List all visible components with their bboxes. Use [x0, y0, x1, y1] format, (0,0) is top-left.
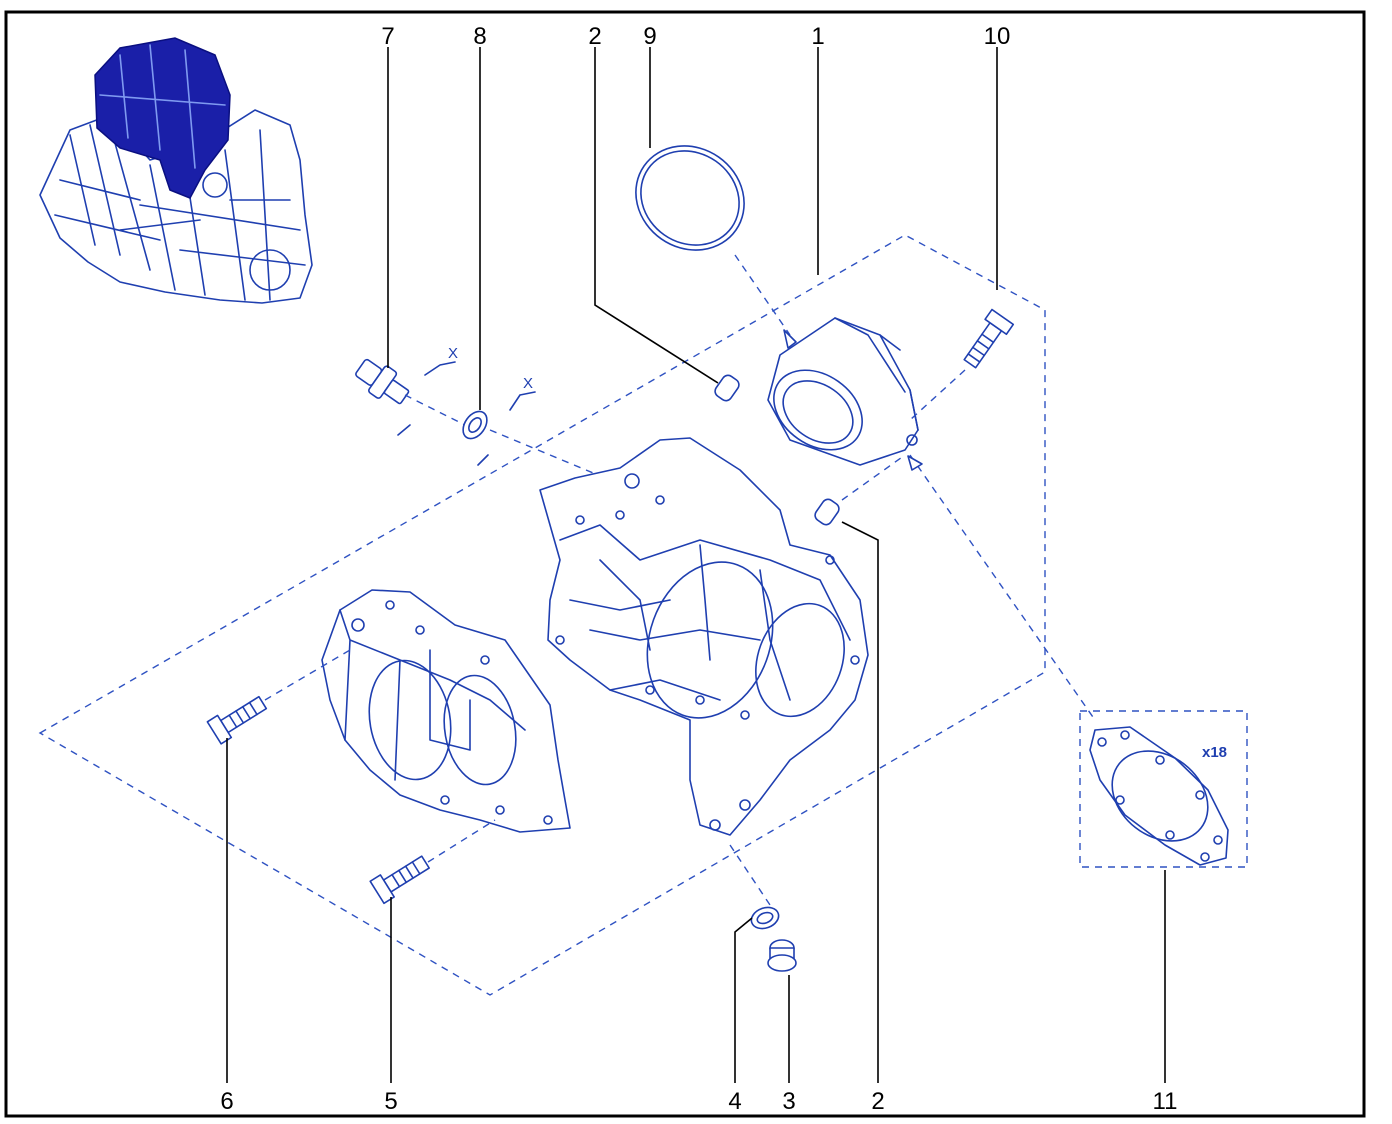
bolt-assembly-line	[909, 369, 966, 421]
sensor-plug	[355, 358, 410, 405]
dimension-b-label: X	[523, 375, 533, 392]
bearing-carrier	[767, 317, 919, 466]
drain-assembly-line	[729, 844, 771, 906]
callout-2-top: 2	[588, 23, 601, 50]
dimension-lines-b	[477, 391, 536, 466]
leader-lines	[226, 47, 1166, 1083]
gasket-quantity-label: x18	[1202, 744, 1227, 761]
bolt-long-left	[206, 695, 268, 745]
diagram-frame	[4, 10, 1366, 1118]
callout-7: 7	[381, 23, 394, 50]
thumbnail-highlighted-housing	[94, 37, 231, 199]
callout-11: 11	[1153, 1088, 1178, 1115]
thumbnail-output-flange	[249, 249, 291, 291]
drain-plug	[767, 939, 797, 972]
callout-10: 10	[984, 23, 1011, 50]
callout-4: 4	[728, 1088, 741, 1115]
thumbnail-highlight-edges	[99, 44, 226, 169]
dimension-a-label: X	[448, 345, 458, 362]
bolt-lower	[369, 855, 430, 905]
callout-5: 5	[384, 1088, 397, 1115]
gasket-assembly-line	[909, 454, 1096, 721]
o-ring-inner	[640, 150, 740, 246]
callout-numbers: 7 8 2 9 1 10 6 5 4 3 2 11	[220, 23, 1177, 1115]
callout-6: 6	[220, 1088, 233, 1115]
dimension-lines-a	[397, 361, 456, 436]
thumbnail-boss	[202, 172, 228, 198]
gasket	[1089, 726, 1229, 866]
callout-3: 3	[782, 1088, 795, 1115]
actuator-cover	[321, 589, 571, 833]
sealing-washer-hole	[468, 417, 482, 433]
bolt-5-assembly-line	[427, 819, 496, 863]
gasket-kit-box	[1079, 710, 1248, 868]
drain-washer-hole	[756, 911, 774, 925]
thumbnail-detail-lines	[54, 124, 306, 301]
callout-2-bottom: 2	[871, 1088, 884, 1115]
drain-washer	[750, 906, 780, 930]
washer-assembly-line	[489, 429, 611, 481]
sealing-washer	[462, 410, 488, 440]
bolt-carrier	[963, 308, 1015, 369]
dowel-pin-lower	[814, 498, 840, 526]
callout-1: 1	[811, 23, 824, 50]
assembly-envelope-dashed	[38, 234, 1046, 996]
bolt-6-assembly-line	[264, 649, 351, 701]
callout-8: 8	[473, 23, 486, 50]
dowel-pin-upper	[714, 374, 740, 402]
gasket-arrow	[907, 455, 923, 471]
o-ring	[635, 145, 745, 251]
main-housing	[539, 437, 869, 836]
sensor-assembly-line	[404, 394, 466, 426]
gearbox-thumbnail	[39, 37, 313, 304]
o-ring-arrow	[783, 329, 797, 349]
callout-9: 9	[643, 23, 656, 50]
o-ring-assembly-line	[734, 254, 791, 336]
